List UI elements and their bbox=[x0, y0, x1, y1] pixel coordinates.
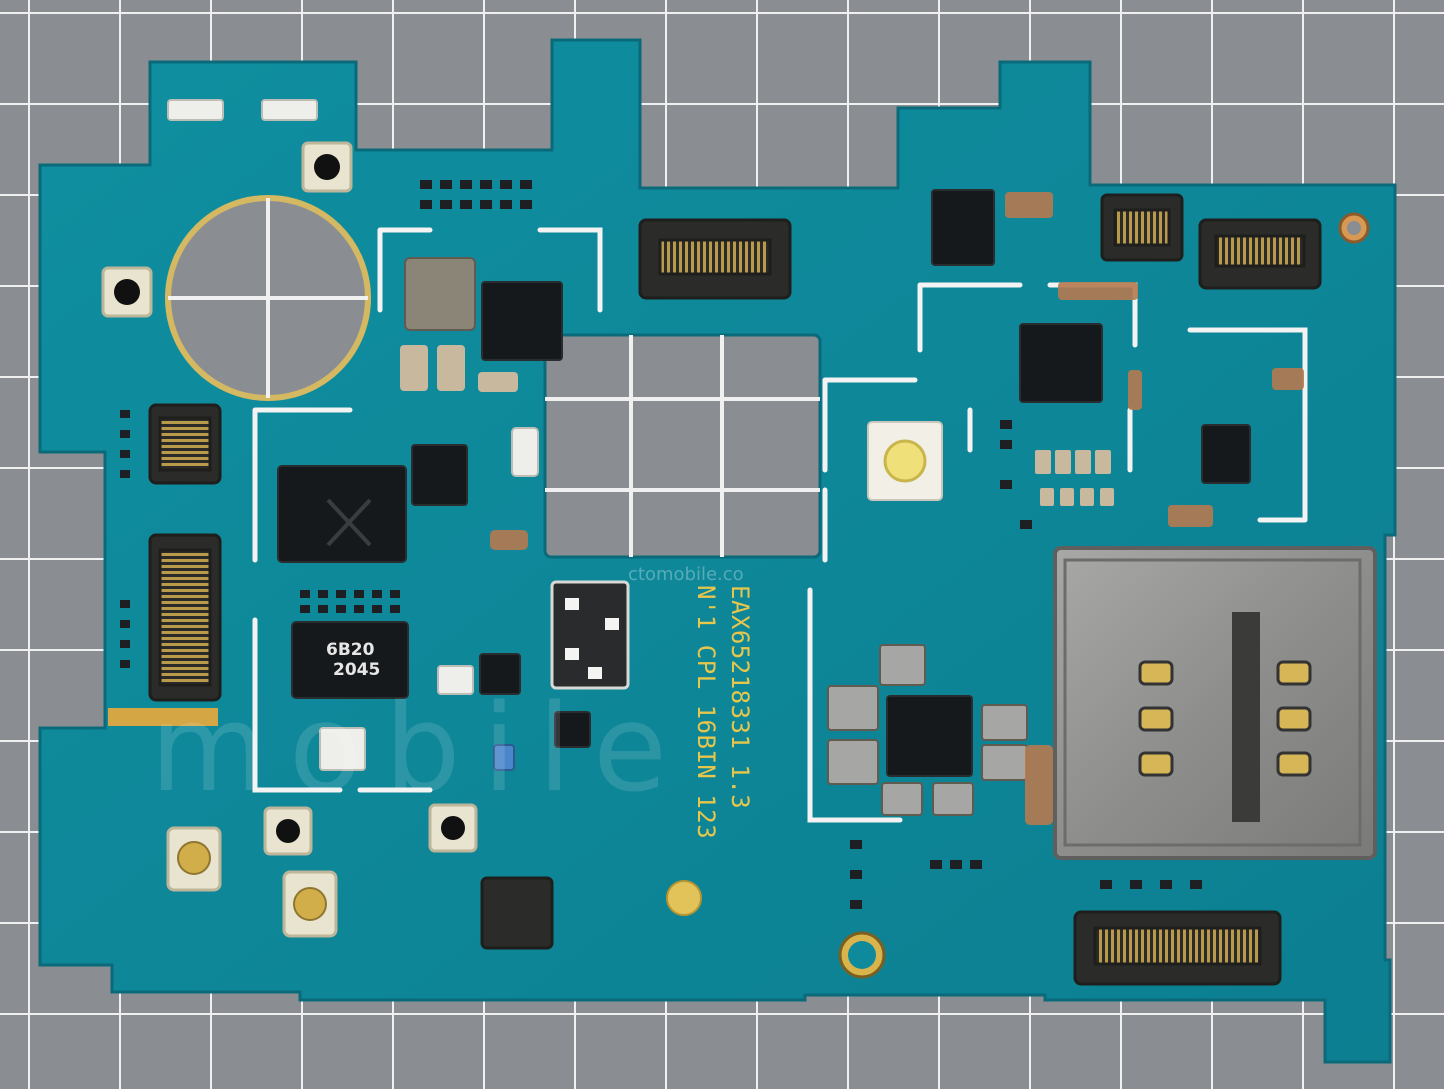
silkscreen-date-code: N'1 CPL 16BIN 123 bbox=[692, 585, 720, 840]
chip-marking-top: 6B20 bbox=[326, 640, 375, 660]
audio-chip bbox=[291, 621, 409, 699]
camera-flash bbox=[867, 421, 943, 501]
silkscreen-part-number: EAX65218331 1.3 bbox=[726, 585, 754, 810]
gold-test-pad bbox=[666, 880, 702, 916]
watermark-brand: mobile bbox=[150, 680, 689, 819]
chip-marking-bottom: 2045 bbox=[333, 660, 381, 680]
center-cutout bbox=[543, 333, 822, 559]
sim-tray bbox=[1053, 546, 1377, 860]
watermark-url: ctomobile.co bbox=[628, 564, 744, 585]
board-connectors bbox=[148, 193, 1322, 986]
